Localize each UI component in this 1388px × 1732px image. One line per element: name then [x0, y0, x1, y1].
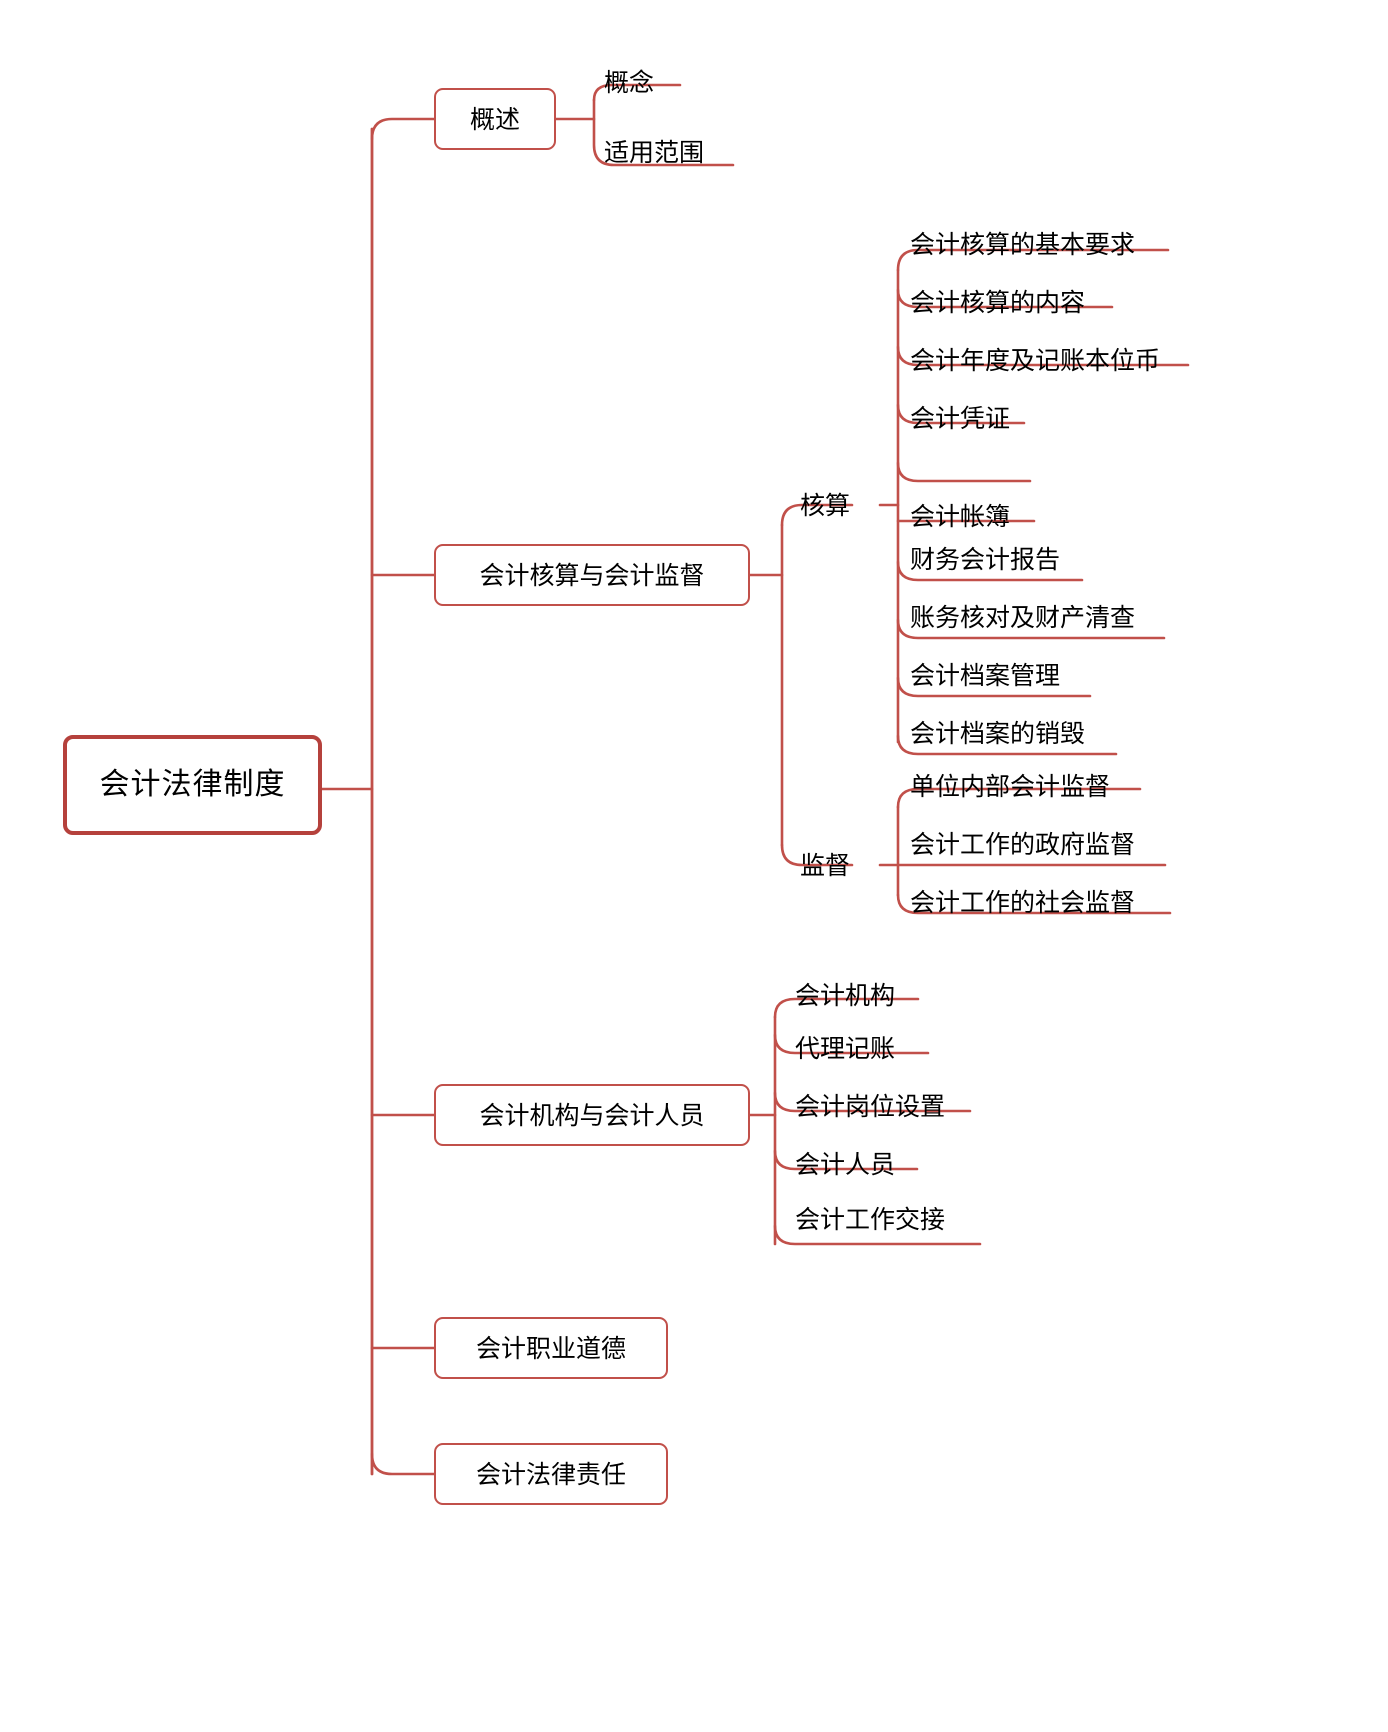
leaf-hesuan-7[interactable]: 财务会计报告 [910, 537, 1060, 581]
branch-node-accounting-supervision-label: 会计核算与会计监督 [479, 560, 705, 590]
leaf-org-5[interactable]: 会计工作交接 [795, 1197, 945, 1241]
leaf-hesuan-6-label: 会计帐簿 [910, 501, 1011, 531]
subbranch-node-jiandu-label: 监督 [800, 850, 851, 880]
leaf-org-3[interactable]: 会计岗位设置 [795, 1084, 945, 1128]
leaf-org-3-label: 会计岗位设置 [795, 1091, 946, 1121]
leaf-jiandu-2-label: 会计工作的政府监督 [910, 829, 1136, 859]
leaf-hesuan-2-label: 会计核算的内容 [910, 287, 1086, 317]
branch-node-overview[interactable]: 概述 [434, 88, 556, 150]
leaf-hesuan-2[interactable]: 会计核算的内容 [910, 280, 1085, 324]
leaf-jiandu-3[interactable]: 会计工作的社会监督 [910, 880, 1135, 924]
branch-node-overview-label: 概述 [469, 104, 520, 134]
leaf-jiandu-1[interactable]: 单位内部会计监督 [910, 764, 1110, 808]
leaf-org-2[interactable]: 代理记账 [795, 1026, 895, 1070]
leaf-jiandu-3-label: 会计工作的社会监督 [910, 887, 1136, 917]
branch-node-org-personnel[interactable]: 会计机构与会计人员 [434, 1084, 750, 1146]
branch-node-accounting-supervision[interactable]: 会计核算与会计监督 [434, 544, 750, 606]
leaf-hesuan-9[interactable]: 会计档案管理 [910, 653, 1060, 697]
leaf-hesuan-1[interactable]: 会计核算的基本要求 [910, 222, 1135, 266]
branch-node-liability-label: 会计法律责任 [475, 1459, 626, 1489]
leaf-overview-scope-label: 适用范围 [604, 137, 705, 167]
leaf-hesuan-4[interactable]: 会计凭证 [910, 396, 1010, 440]
leaf-org-5-label: 会计工作交接 [795, 1204, 946, 1234]
branch-node-ethics[interactable]: 会计职业道德 [434, 1317, 668, 1379]
leaf-hesuan-9-label: 会计档案管理 [910, 660, 1061, 690]
leaf-jiandu-2[interactable]: 会计工作的政府监督 [910, 822, 1135, 866]
leaf-overview-concept-label: 概念 [604, 67, 655, 97]
leaf-hesuan-1-label: 会计核算的基本要求 [910, 229, 1136, 259]
leaf-org-2-label: 代理记账 [795, 1033, 896, 1063]
leaf-hesuan-3-label: 会计年度及记账本位币 [910, 345, 1161, 375]
branch-node-liability[interactable]: 会计法律责任 [434, 1443, 668, 1505]
leaf-hesuan-5-empty[interactable] [910, 454, 1020, 498]
subbranch-node-jiandu[interactable]: 监督 [800, 843, 850, 887]
leaf-hesuan-6[interactable]: 会计帐簿 [910, 494, 1010, 538]
leaf-overview-scope[interactable]: 适用范围 [604, 130, 704, 174]
branch-node-org-personnel-label: 会计机构与会计人员 [479, 1100, 705, 1130]
leaf-hesuan-3[interactable]: 会计年度及记账本位币 [910, 338, 1160, 382]
subbranch-node-hesuan-label: 核算 [800, 490, 851, 520]
leaf-hesuan-4-label: 会计凭证 [910, 403, 1011, 433]
leaf-hesuan-7-label: 财务会计报告 [910, 544, 1061, 574]
leaf-jiandu-1-label: 单位内部会计监督 [910, 771, 1111, 801]
link-trunk-liability [370, 1452, 436, 1476]
leaf-hesuan-8-label: 账务核对及财产清查 [910, 602, 1136, 632]
branch-node-ethics-label: 会计职业道德 [475, 1333, 626, 1363]
leaf-hesuan-8[interactable]: 账务核对及财产清查 [910, 595, 1135, 639]
leaf-org-1[interactable]: 会计机构 [795, 973, 895, 1017]
leaf-org-4-label: 会计人员 [795, 1149, 896, 1179]
subbranch-node-hesuan[interactable]: 核算 [800, 483, 850, 527]
leaf-hesuan-10-label: 会计档案的销毁 [910, 718, 1086, 748]
link-trunk-overview [370, 117, 436, 141]
leaf-overview-concept[interactable]: 概念 [604, 60, 654, 104]
leaf-org-4[interactable]: 会计人员 [795, 1142, 895, 1186]
leaf-hesuan-10[interactable]: 会计档案的销毁 [910, 711, 1085, 755]
root-node[interactable]: 会计法律制度 [63, 735, 322, 835]
leaf-org-1-label: 会计机构 [795, 980, 896, 1010]
root-node-label: 会计法律制度 [99, 767, 286, 802]
